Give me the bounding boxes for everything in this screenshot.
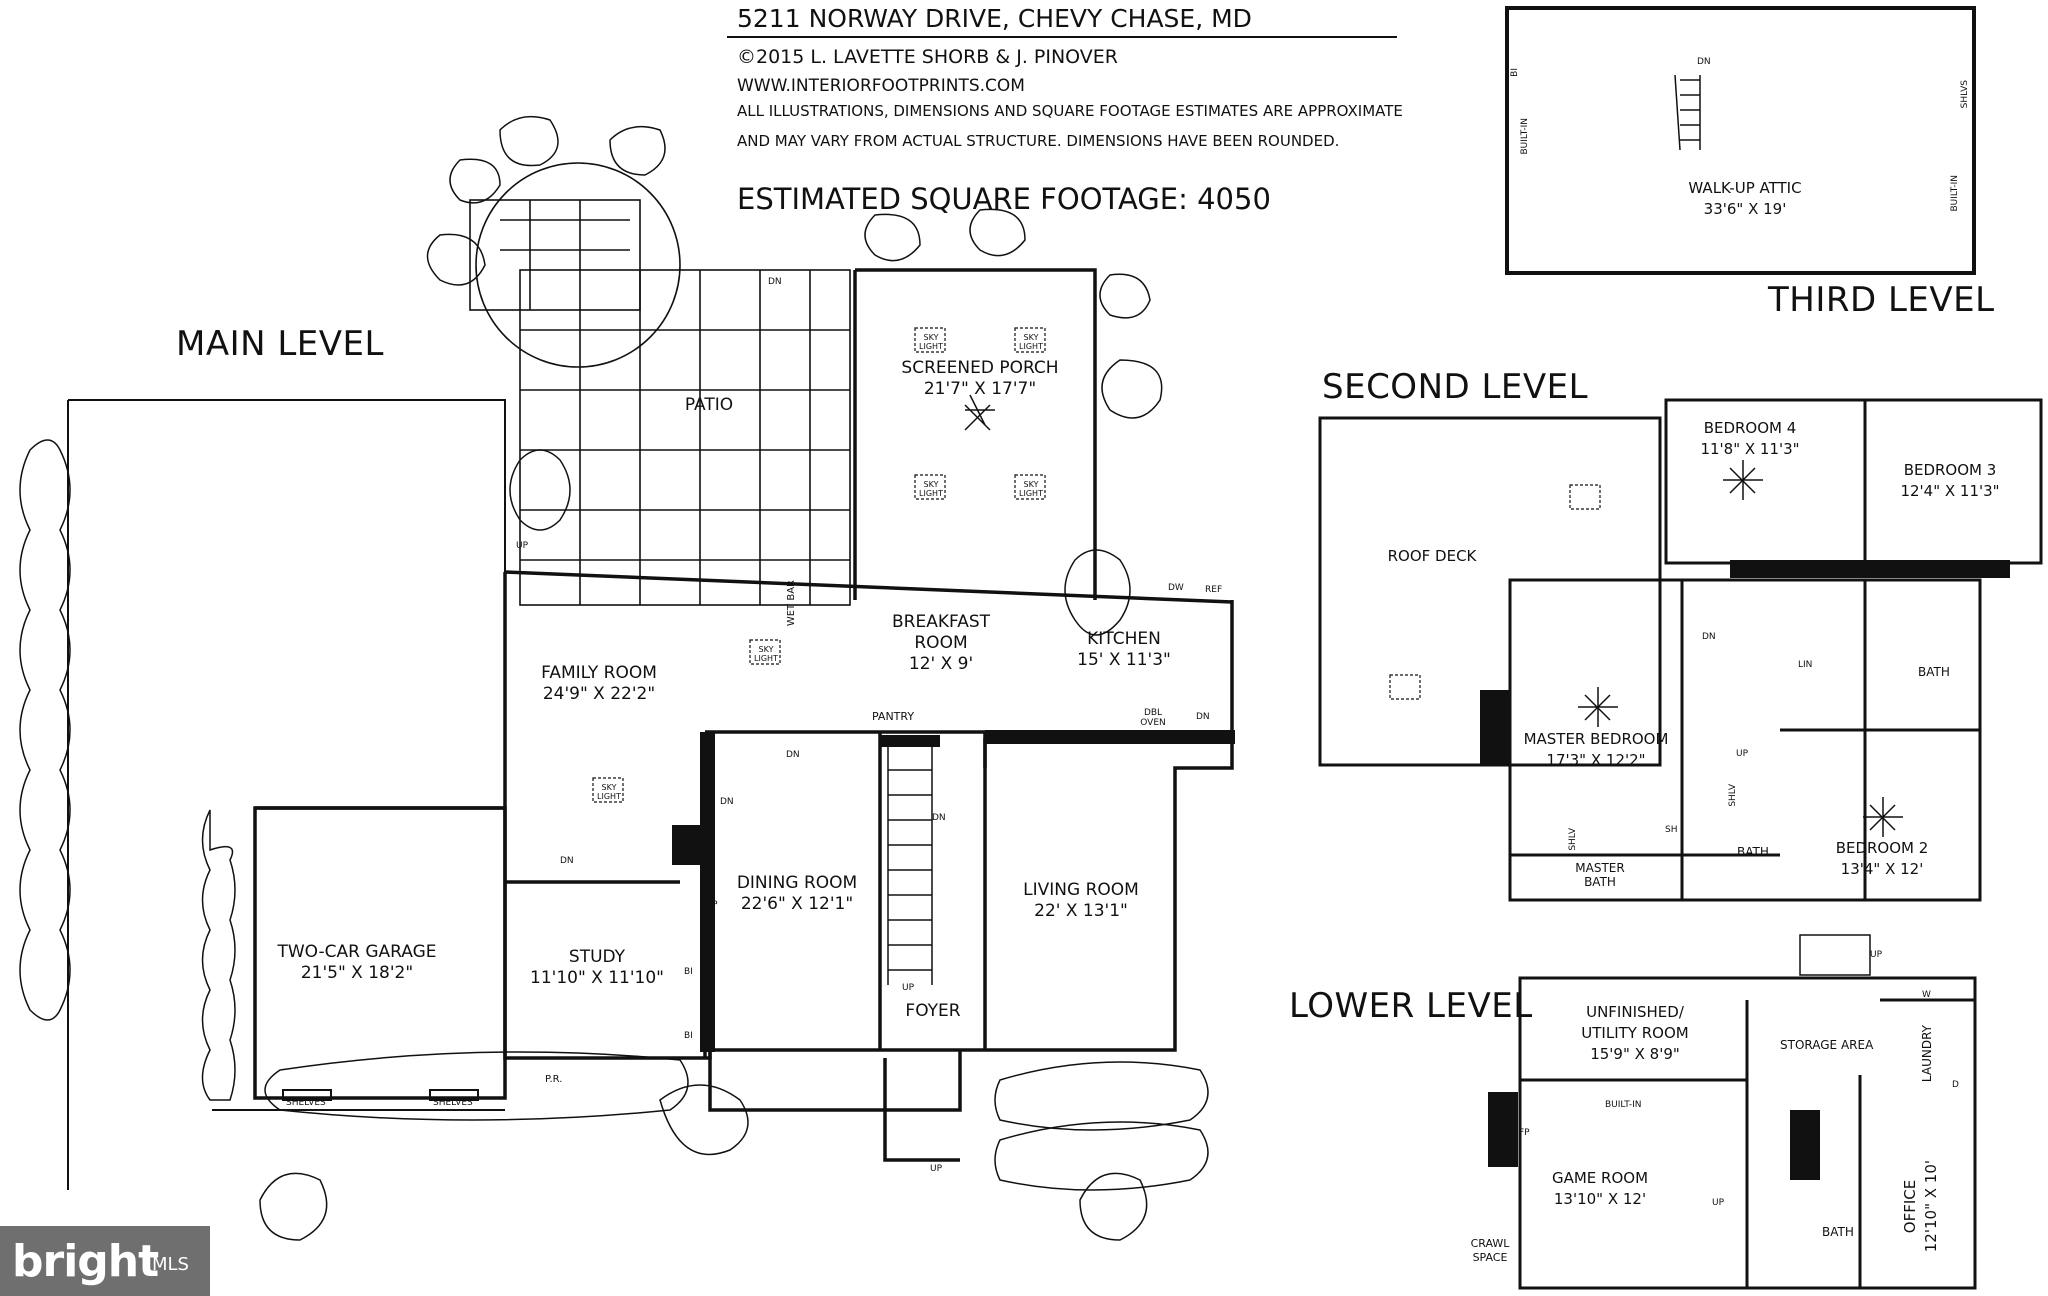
dn-label-stair: DN	[932, 813, 946, 823]
shrubs	[19, 115, 1209, 1241]
storage-area-label: STORAGE AREA	[1780, 1038, 1874, 1052]
up-label-patio: UP	[516, 541, 529, 551]
dn-label-study: DN	[720, 797, 734, 807]
pantry-label: PANTRY	[872, 710, 915, 723]
wet-bar-label: WET BAR	[786, 580, 797, 627]
dn-label-dining: DN	[786, 750, 800, 760]
built-in-label-attic-1: BUILT-IN	[1520, 118, 1530, 155]
square-footage: ESTIMATED SQUARE FOOTAGE: 4050	[737, 182, 1271, 216]
dn-label-family: DN	[560, 856, 574, 866]
disclaimer-line-2: AND MAY VARY FROM ACTUAL STRUCTURE. DIME…	[737, 132, 1340, 150]
built-in-label-lower: BUILT-IN	[1605, 1100, 1642, 1110]
laundry-label: LAUNDRY	[1920, 1025, 1934, 1083]
disclaimer-line-1: ALL ILLUSTRATIONS, DIMENSIONS AND SQUARE…	[737, 102, 1403, 120]
patio-label: PATIO	[684, 395, 734, 415]
main-level-walls	[253, 268, 1234, 1162]
bath-upper-label: BATH	[1918, 665, 1950, 679]
main-stair	[887, 745, 933, 985]
shelves-label-1: SHELVES	[286, 1098, 326, 1108]
copyright-line: ©2015 L. LAVETTE SHORB & J. PINOVER	[737, 46, 1119, 68]
dn-label-kitchen: DN	[1196, 712, 1210, 722]
up-label-lower-stair: UP	[1712, 1198, 1725, 1208]
up-label-second: UP	[1736, 749, 1749, 759]
skylights	[592, 327, 1601, 803]
roof-deck-label: ROOF DECK	[1387, 547, 1477, 565]
third-level-title: THIRD LEVEL	[1768, 280, 1995, 320]
ref-label: REF	[1205, 585, 1223, 595]
dw-label: DW	[1168, 583, 1184, 593]
bi-label-1: BI	[684, 967, 693, 977]
built-in-label-attic-2: BUILT-IN	[1950, 175, 1960, 212]
shlvs-label-attic: SHLVS	[1960, 80, 1970, 109]
website-line: WWW.INTERIORFOOTPRINTS.COM	[737, 76, 1025, 96]
skylight-family: SKY LIGHT	[754, 645, 778, 663]
shlv-label-2: SHLV	[1728, 784, 1738, 807]
up-label-stair: UP	[902, 983, 915, 993]
mls-logo-text: MLS	[152, 1254, 189, 1275]
patio-flagstones	[469, 162, 851, 606]
shelves-label-2: SHELVES	[433, 1098, 473, 1108]
crawl-space-label: CRAWL SPACE	[1470, 1237, 1510, 1264]
shlv-label-1: SHLV	[1568, 828, 1578, 851]
master-bath-label: MASTER BATH	[1575, 861, 1625, 889]
bright-logo-text: bright	[12, 1236, 159, 1287]
w-label: W	[1922, 990, 1931, 1000]
skylight-porch-2: SKY LIGHT	[1019, 333, 1043, 351]
fp-label-main: FP	[707, 900, 718, 910]
bath-lower-label: BATH	[1822, 1225, 1854, 1239]
skylight-porch-1: SKY LIGHT	[919, 333, 943, 351]
ceiling-fans	[964, 394, 1903, 837]
skylight-porch-4: SKY LIGHT	[1019, 480, 1043, 498]
dn-label-second: DN	[1702, 632, 1716, 642]
bright-mls-watermark: bright MLS	[0, 1226, 210, 1296]
lin-label: LIN	[1798, 660, 1813, 670]
dn-label-patio: DN	[768, 277, 782, 287]
second-level-title: SECOND LEVEL	[1322, 367, 1589, 407]
main-level-title: MAIN LEVEL	[176, 324, 384, 364]
fp-label-lower: FP	[1519, 1128, 1530, 1138]
bi-label-attic: BI	[1510, 68, 1520, 77]
lower-level-walls	[1518, 934, 1977, 1290]
lower-level-title: LOWER LEVEL	[1289, 986, 1533, 1026]
sh-label: SH	[1665, 825, 1678, 835]
bath-hall-label: BATH	[1737, 845, 1769, 859]
third-level-walls	[1505, 6, 1976, 275]
dn-label-attic: DN	[1697, 57, 1711, 67]
up-label-front: UP	[930, 1164, 943, 1174]
foyer-label: FOYER	[905, 1001, 961, 1021]
up-label-lower: UP	[1870, 950, 1883, 960]
pr-label: P.R.	[545, 1074, 563, 1085]
skylight-porch-3: SKY LIGHT	[919, 480, 943, 498]
address-title: 5211 NORWAY DRIVE, CHEVY CHASE, MD	[737, 4, 1252, 33]
garage-outline	[67, 399, 506, 1190]
d-label: D	[1952, 1080, 1959, 1090]
header-divider	[727, 36, 1397, 38]
bi-label-2: BI	[684, 1031, 693, 1041]
skylight-family-2: SKY LIGHT	[597, 783, 621, 801]
dbl-oven-label: DBL OVEN	[1140, 708, 1166, 728]
